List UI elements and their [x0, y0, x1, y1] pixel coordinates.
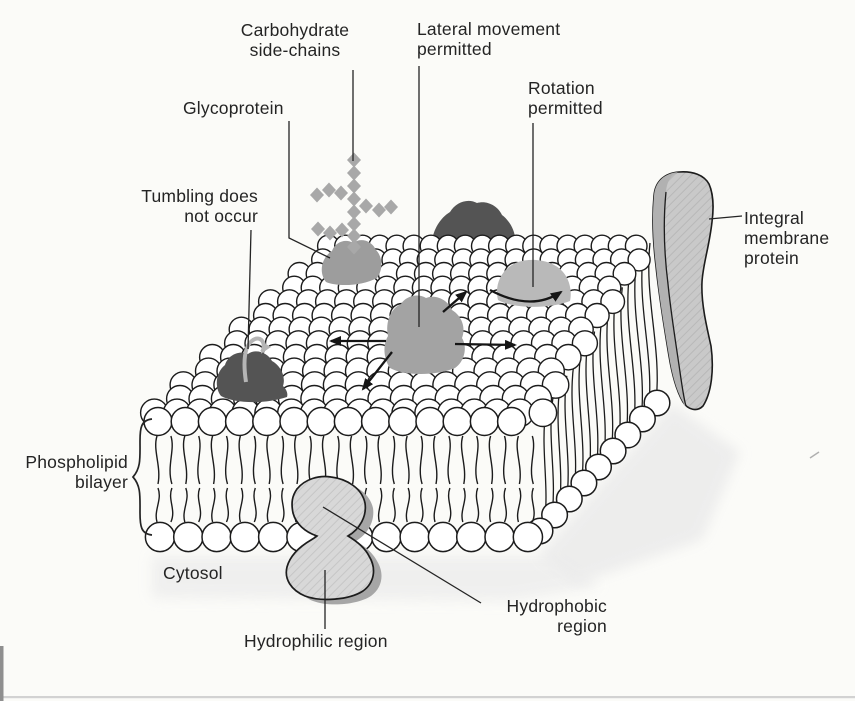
- glycoprotein-shape: [321, 240, 382, 286]
- scan-bottom-line: [0, 696, 855, 699]
- scan-left-edge: [0, 646, 4, 701]
- label-lateral-movement: Lateral movement permitted: [417, 19, 560, 59]
- label-line: not occur: [184, 206, 258, 226]
- label-line: Cytosol: [163, 563, 223, 583]
- hydrophobic-leader: [322, 506, 482, 604]
- scan-artifacts: [0, 451, 855, 701]
- integral-leader: [708, 215, 743, 220]
- label-rotation: Rotation permitted: [528, 78, 603, 118]
- label-hydrophobic-region: Hydrophobic region: [470, 596, 607, 636]
- leader-lines: [247, 66, 743, 629]
- label-hydrophilic-region: Hydrophilic region: [244, 631, 388, 651]
- tumbling-protein-group: [216, 336, 288, 403]
- tumbling-leader: [247, 229, 252, 350]
- label-carbohydrate-side-chains: Carbohydrate side-chains: [212, 20, 378, 60]
- rotation-arrow: [489, 288, 563, 303]
- label-line: Carbohydrate: [240, 20, 350, 40]
- label-line: region: [557, 616, 607, 636]
- label-line: protein: [744, 248, 799, 268]
- label-glycoprotein: Glycoprotein: [183, 98, 284, 118]
- integral-protein-divide: [663, 191, 687, 407]
- lateral-arrow-right: [454, 339, 517, 350]
- tumbling-arrow: [242, 336, 272, 383]
- integral-protein-shape: [652, 171, 714, 411]
- integral-protein-left-lobe: [652, 172, 686, 407]
- bilayer-brace: [131, 418, 153, 536]
- label-line: Hydrophilic region: [244, 631, 388, 651]
- label-line: Glycoprotein: [183, 98, 284, 118]
- label-line: bilayer: [75, 472, 128, 492]
- lateral-arrow-down-left: [361, 351, 393, 391]
- lateral-protein: [384, 295, 465, 374]
- label-integral-protein: Integral membrane protein: [744, 208, 829, 268]
- label-line: Hydrophobic: [506, 596, 607, 616]
- scan-speck: [809, 451, 820, 459]
- label-line: Rotation: [528, 78, 595, 98]
- label-cytosol: Cytosol: [163, 563, 223, 583]
- transmembrane-protein-body: [285, 475, 375, 601]
- lateral-arrow-up-right: [442, 290, 468, 313]
- label-line: Integral: [744, 208, 804, 228]
- glycoprotein-leader: [288, 121, 331, 259]
- label-line: Tumbling does: [141, 186, 258, 206]
- movement-arrows: [329, 288, 563, 391]
- carbohydrate-chain: [310, 152, 398, 255]
- label-line: membrane: [744, 228, 830, 248]
- label-tumbling: Tumbling does not occur: [106, 186, 258, 226]
- side-shadow: [538, 403, 740, 584]
- label-phospholipid-bilayer: Phospholipid bilayer: [0, 452, 128, 492]
- transmembrane-protein: [285, 475, 382, 605]
- label-line: Phospholipid: [25, 452, 128, 472]
- label-line: side-chains: [249, 40, 341, 60]
- label-line: Lateral movement: [417, 19, 561, 39]
- label-line: permitted: [528, 98, 603, 118]
- label-line: permitted: [417, 39, 492, 59]
- tumbling-protein: [216, 351, 288, 403]
- glycoprotein-group: [310, 152, 398, 286]
